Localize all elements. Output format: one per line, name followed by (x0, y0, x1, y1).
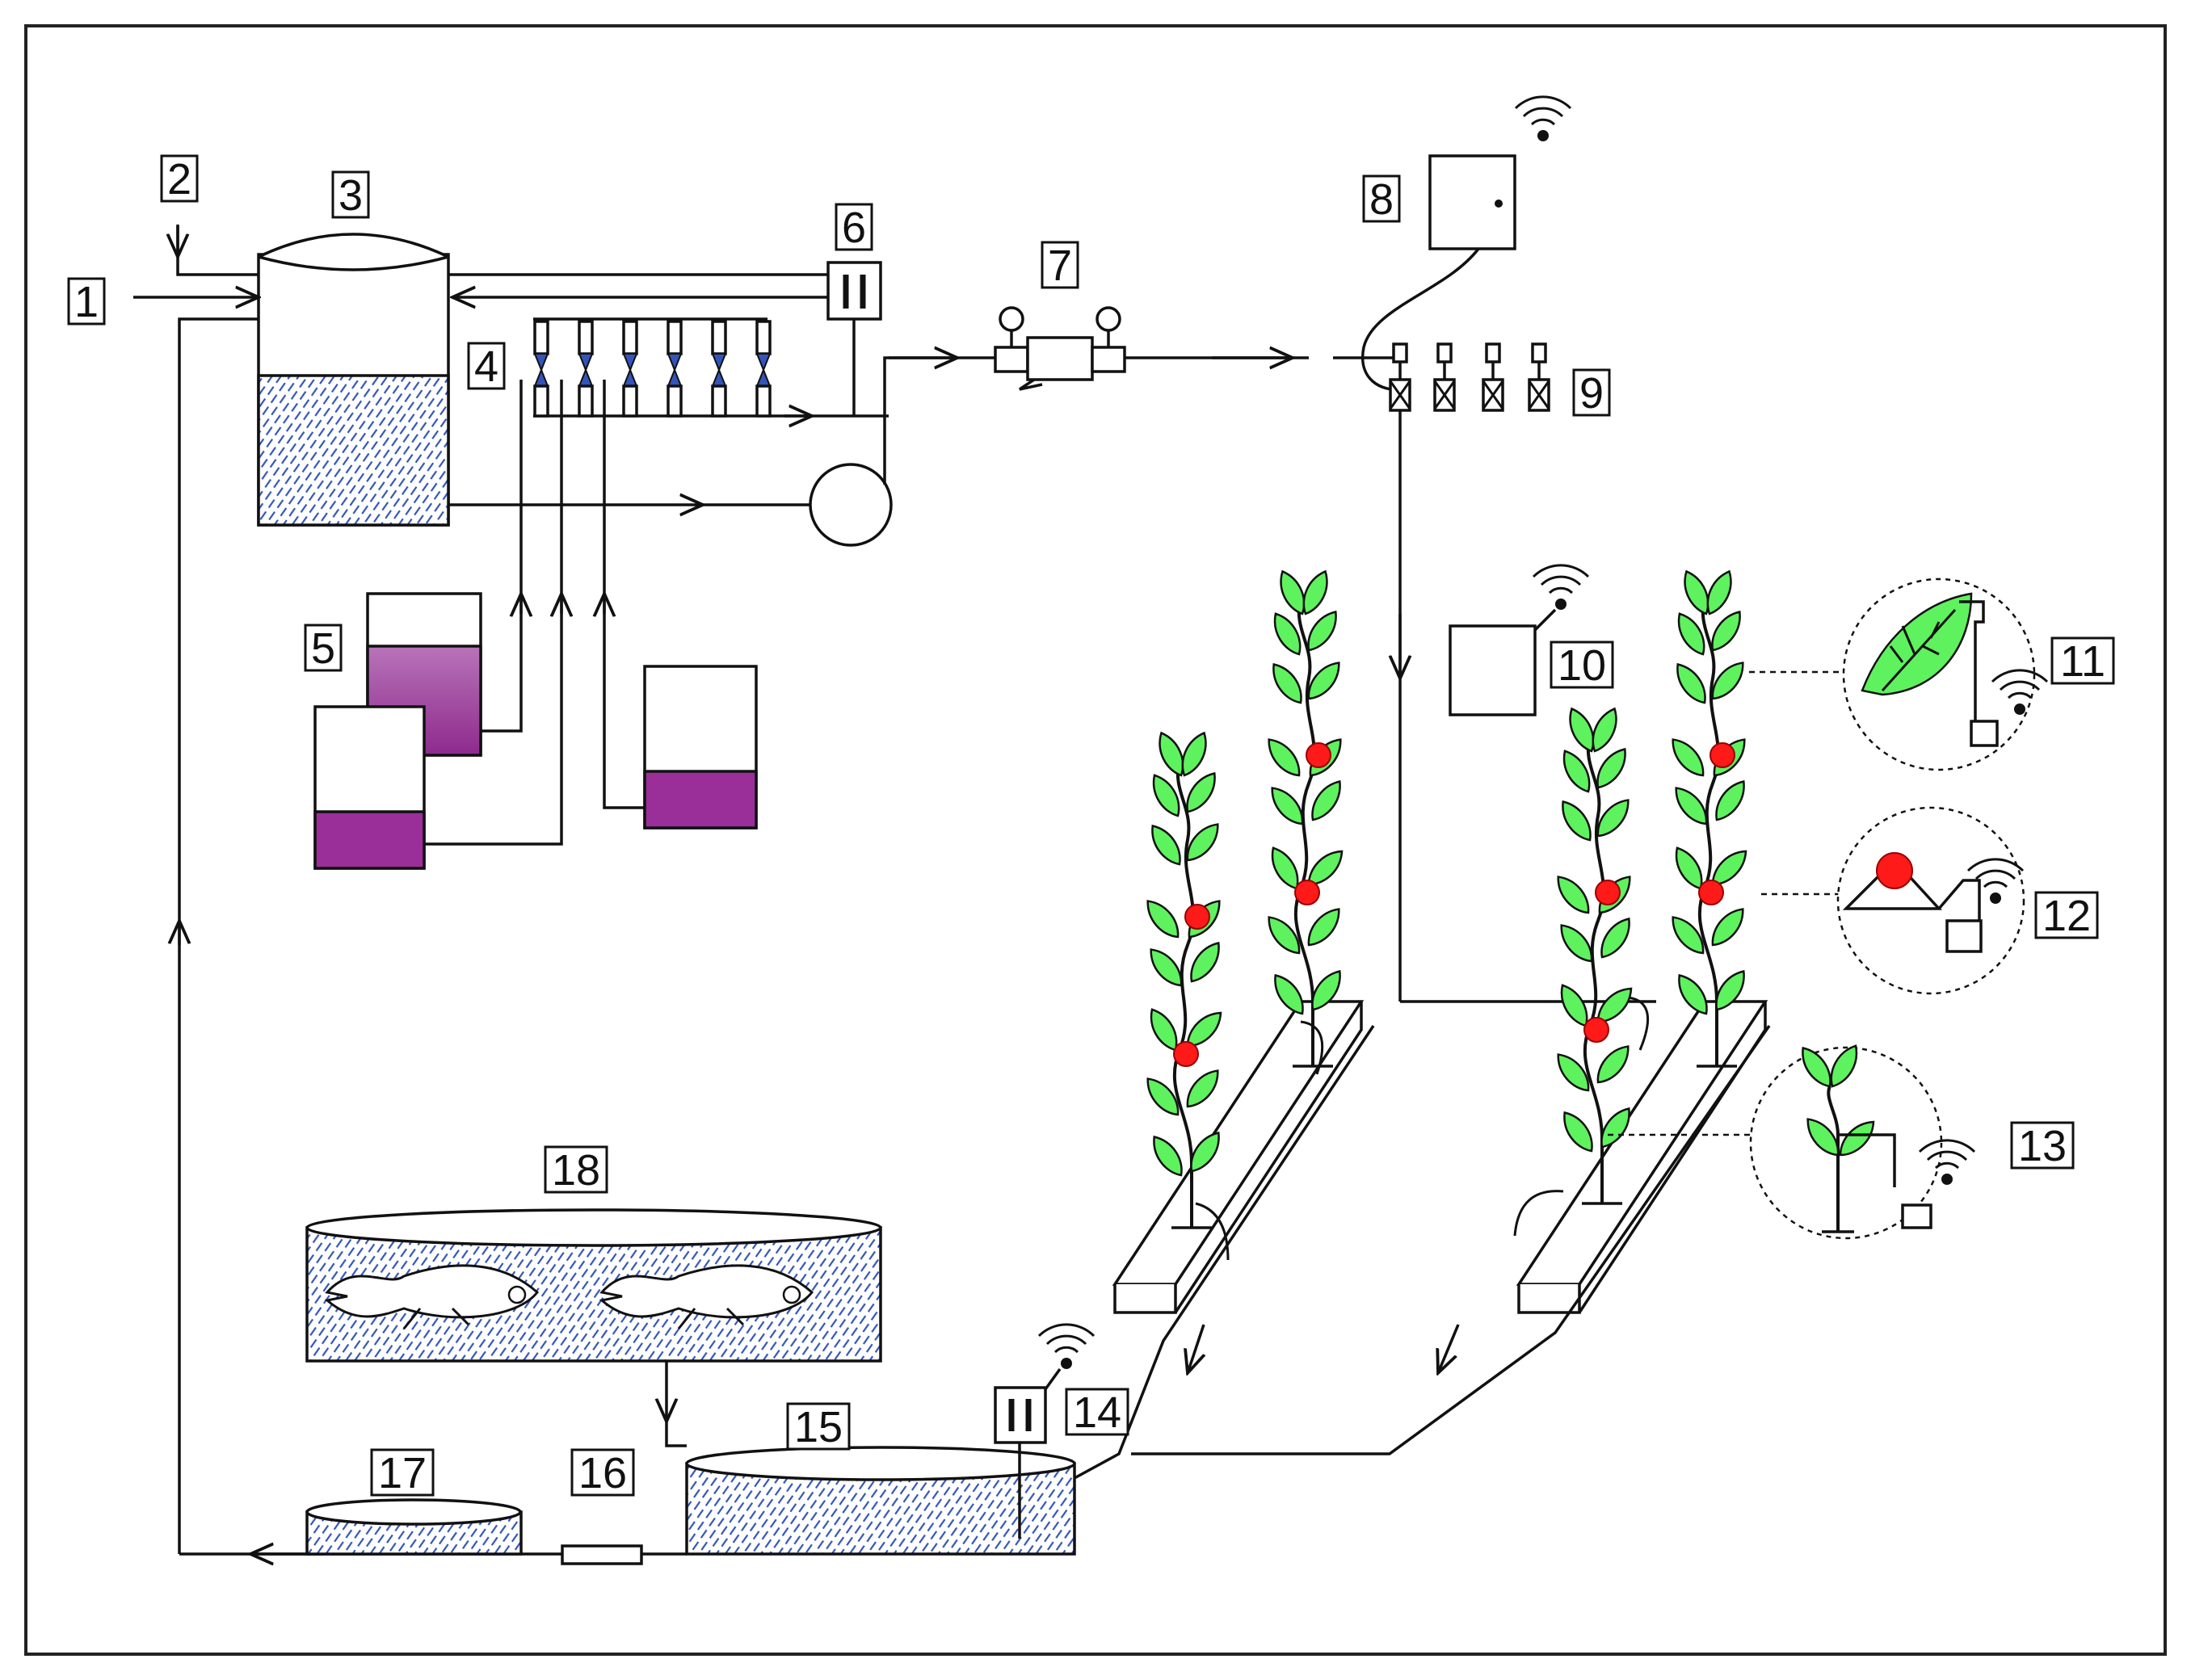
svg-text:9: 9 (1579, 369, 1604, 418)
stem-sensor-callout (1608, 1040, 1976, 1240)
tomato-plant (1139, 728, 1229, 1229)
svg-text:5: 5 (311, 624, 335, 673)
outer-frame (24, 24, 2167, 1656)
tomato-icon (1876, 852, 1913, 889)
svg-text:6: 6 (842, 204, 866, 252)
water-quality-sensor (994, 1323, 1096, 1539)
label-13: 13 (2010, 1121, 2075, 1170)
tomato-plant (1262, 568, 1348, 1066)
label-9: 9 (1572, 368, 1611, 418)
label-11: 11 (2050, 636, 2115, 686)
svg-text:3: 3 (339, 171, 363, 220)
settling-tank (305, 1498, 523, 1556)
label-4: 4 (467, 342, 506, 391)
tomato-icon (1173, 1041, 1199, 1067)
label-14: 14 (1065, 1388, 1129, 1437)
label-15: 15 (786, 1402, 851, 1451)
sump-tank (685, 1446, 1076, 1556)
label-5: 5 (304, 624, 343, 673)
fruit-sensor-callout (1761, 806, 2025, 995)
tomato-plant (1551, 705, 1638, 1203)
label-8: 8 (1362, 174, 1401, 224)
solenoid-valve-bank (1333, 342, 1550, 1002)
svg-text:16: 16 (578, 1449, 627, 1497)
label-16: 16 (570, 1448, 635, 1497)
dosing-injector-bank (533, 317, 889, 416)
svg-text:8: 8 (1369, 175, 1394, 224)
wifi-icon (1514, 95, 1572, 143)
svg-text:12: 12 (2042, 892, 2091, 940)
tomato-icon (1184, 904, 1210, 930)
label-1: 1 (67, 277, 106, 326)
label-2: 2 (160, 154, 199, 204)
filter-regulator (957, 306, 1309, 391)
svg-text:18: 18 (552, 1146, 600, 1195)
label-17: 17 (370, 1448, 435, 1497)
label-3: 3 (331, 170, 370, 220)
ec-ph-sensor (826, 261, 882, 416)
leaf-icon (1861, 592, 1973, 696)
label-7: 7 (1041, 241, 1079, 290)
pressure-gauge-icon (1096, 306, 1121, 332)
tomato-plant (1666, 568, 1752, 1066)
return-pipe (178, 317, 259, 1554)
svg-text:1: 1 (74, 278, 99, 326)
svg-text:11: 11 (2060, 637, 2105, 686)
label-6: 6 (835, 203, 873, 252)
weather-sensor-node (1449, 564, 1590, 716)
fish-tank (305, 1208, 882, 1363)
svg-text:2: 2 (167, 155, 191, 204)
input-2-pipe (176, 225, 259, 276)
svg-text:17: 17 (378, 1449, 427, 1497)
svg-text:14: 14 (1073, 1388, 1121, 1437)
filter-icon (561, 1544, 643, 1565)
grow-bed-right (1513, 996, 1768, 1314)
pressure-gauge-icon (999, 306, 1024, 332)
leaf-sensor-callout (1749, 578, 2049, 771)
svg-text:13: 13 (2018, 1122, 2067, 1170)
label-12: 12 (2034, 891, 2099, 940)
fish-icon (324, 1264, 540, 1329)
label-18: 18 (544, 1145, 608, 1195)
controller-unit (1360, 95, 1572, 392)
nutrient-containers (313, 380, 758, 870)
grow-bed-left (1112, 1000, 1365, 1314)
supply-tank (257, 233, 450, 527)
svg-text:15: 15 (794, 1403, 843, 1451)
svg-text:10: 10 (1558, 641, 1606, 690)
pump-icon (809, 463, 893, 547)
svg-text:4: 4 (474, 342, 498, 391)
svg-text:7: 7 (1048, 242, 1072, 290)
label-10: 10 (1550, 640, 1614, 690)
